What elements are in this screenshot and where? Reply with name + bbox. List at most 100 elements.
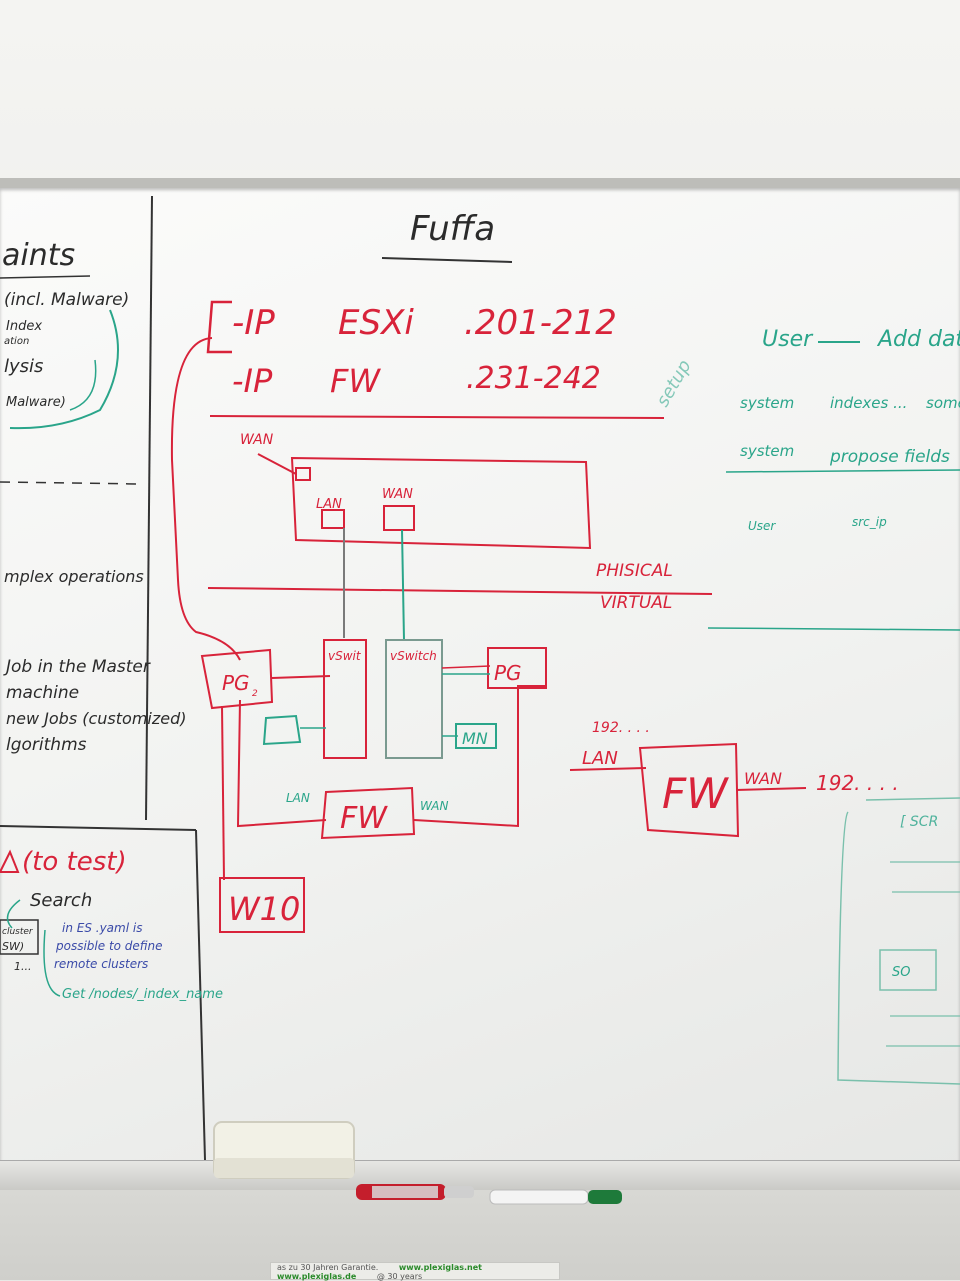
rp-box-label: SO [892,965,910,980]
red-marker-cap [444,1186,474,1198]
to-test-delta [0,849,20,873]
rp-system-1: system [740,394,794,412]
rp-divider-2 [707,627,960,631]
lan-port-label: LAN [316,497,342,512]
rp-bracket [837,811,960,1085]
left-title-underline [0,275,91,279]
green-marker-cap [588,1190,622,1204]
ip-fw-label: FW [330,362,381,400]
ip-bracket [206,300,232,354]
fw-center-box [320,786,416,840]
note-3: remote clusters [54,957,148,971]
marker-tray [0,1160,960,1191]
sticker-text-1: as zu 30 Jahren Garantie. [277,1263,379,1272]
pg-left-sub: 2 [252,689,258,699]
search-label: Search [30,890,92,911]
pg-left-box [200,648,274,710]
cluster-dots: 1... [14,960,32,973]
w10-link [221,705,225,881]
wan-top-port [295,467,311,481]
cluster-box [0,919,39,955]
note-1: in ES .yaml is [62,921,142,935]
sticker-text-2: www.plexiglas.net [398,1263,482,1272]
red-marker-label [372,1186,438,1198]
left-divider-line [145,195,153,821]
w10-label: W10 [228,890,300,928]
right-lan-line [569,767,647,771]
lan-port [321,509,345,529]
left-job-3: new Jobs (customized) [6,709,187,728]
wan-top-line [257,453,297,475]
right-wan-label: WAN [744,769,782,788]
setup-label: setup [652,356,695,410]
vswitch-left-label: vSwit [328,649,362,663]
rp-scr: [ SCR [900,814,938,830]
rp-add-data: Add data [876,327,960,352]
rp-col-src: src_ip [852,515,887,529]
pg-left-label: PG [222,671,250,695]
left-green-arrow [9,309,119,430]
rp-box [879,949,937,991]
physical-host-box [290,456,592,550]
phys-virt-divider [207,587,713,595]
wan-link [401,529,405,641]
pg-left-link [271,675,331,679]
left-line-2: Index [6,319,42,334]
vm-green-box [262,714,302,746]
rp-divider-1 [725,469,960,473]
cluster-sw: SW) [2,940,24,953]
pg-right-label: PG [494,661,522,685]
fw-wan-label: WAN [420,799,448,813]
ip-fw-range: .231-242 [466,361,601,396]
sticker-text-4: @ 30 years [376,1272,423,1281]
left-line-3: ation [4,336,29,347]
wan-port [383,505,415,531]
fw-lan-link [236,699,327,828]
ip-esxi-label: ESXi [338,303,414,343]
rp-propose: propose fields [829,447,950,467]
get-nodes: Get /nodes/_index_name [62,987,223,1002]
right-fw-label: FW [662,769,729,818]
ip-underline [209,415,665,419]
left-title: aints [2,238,75,273]
left-job-4: lgorithms [6,735,87,755]
fw-lan-label: LAN [286,791,310,805]
left-job-2: machine [6,683,79,703]
center-title-underline [381,257,513,263]
ip-esxi-prefix: -IP [232,303,275,343]
pg-right-link [441,665,491,669]
outer-loop-line [170,337,241,661]
brand-sticker: as zu 30 Jahren Garantie. www.plexiglas.… [270,1262,560,1281]
w10-box [219,877,305,933]
vswitch-right-box [385,639,443,759]
right-fw-box [638,742,740,838]
cluster-label: cluster [2,927,34,937]
rp-col-user: User [748,519,776,533]
phisical-label: PHISICAL [596,561,673,581]
ip-fw-prefix: -IP [232,362,273,400]
right-ip-right: 192. . . . [816,771,899,795]
center-title: Fuffa [410,209,495,249]
get-arrow [43,929,61,997]
rp-user: User [762,327,814,352]
to-test-label: (to test) [22,847,127,877]
whiteboard [0,178,960,1173]
left-green-arrow-2 [69,359,97,411]
eraser-base [214,1158,354,1178]
rp-some: some [926,394,960,412]
mn-label: MN [462,729,488,748]
left-line-4: lysis [4,356,43,377]
right-wan-line [735,787,807,791]
virtual-label: VIRTUAL [600,593,672,613]
left-line-1: (incl. Malware) [4,290,129,310]
fw-center-label: FW [340,801,388,836]
search-arrow [6,899,21,929]
note-2: possible to define [55,939,163,953]
vswitch-left-box [323,639,367,759]
rp-system-2: system [740,442,794,460]
sticker-text-3: www.plexiglas.de [277,1272,357,1281]
right-lan-label: LAN [582,748,618,769]
rp-top-line [865,797,960,801]
green-marker-body [489,1189,589,1205]
